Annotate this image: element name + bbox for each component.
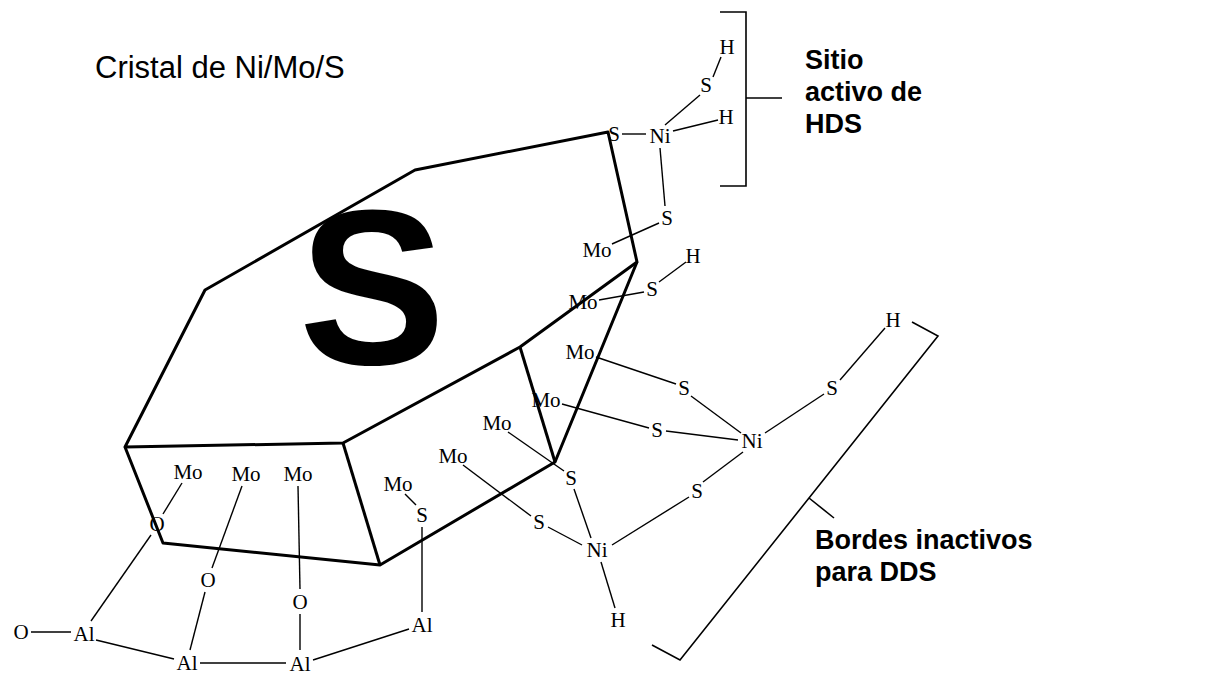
atom-label: Mo — [231, 464, 260, 485]
atom-label: Mo — [383, 474, 412, 495]
atom-label: S — [646, 279, 658, 300]
atom-label: Mo — [438, 446, 467, 467]
atom-label: H — [885, 310, 900, 331]
atom-label: S — [826, 378, 838, 399]
atom-label: Al — [74, 624, 95, 645]
atom-label: H — [719, 37, 734, 58]
atom-label: S — [691, 481, 703, 502]
atom-label: Ni — [650, 126, 671, 147]
atom-label: O — [292, 592, 307, 613]
atom-label: H — [610, 610, 625, 631]
atom-label: O — [13, 622, 28, 643]
crystal-heading: Cristal de Ni/Mo/S — [95, 52, 345, 83]
atom-label: H — [718, 107, 733, 128]
atom-label: Al — [412, 615, 433, 636]
atom-label: S — [651, 420, 663, 441]
atom-label: S — [533, 512, 545, 533]
atom-label: S — [661, 208, 673, 229]
atom-label: Mo — [565, 342, 594, 363]
crystal-outline — [125, 132, 637, 565]
atom-label: H — [685, 246, 700, 267]
atom-label: Mo — [582, 240, 611, 261]
atom-label: S — [700, 75, 712, 96]
atom-label: O — [149, 514, 164, 535]
edges-note: Bordes inactivos para DDS — [815, 525, 1080, 589]
site-note: Sitio activo de HDS — [805, 45, 930, 141]
bond-lines — [31, 57, 885, 663]
atom-label: S — [608, 124, 620, 145]
atom-label: Ni — [587, 540, 608, 561]
atom-label: O — [200, 570, 215, 591]
atom-label: Mo — [482, 413, 511, 434]
atom-label: Al — [177, 653, 198, 674]
atom-label: Mo — [173, 462, 202, 483]
atom-label: Al — [290, 653, 311, 674]
atom-label: Mo — [568, 292, 597, 313]
atom-label: Ni — [742, 431, 763, 452]
atom-label: S — [565, 468, 577, 489]
sulfur-symbol: S — [299, 178, 446, 398]
atom-label: S — [416, 505, 428, 526]
atom-label: Mo — [283, 464, 312, 485]
atom-label: S — [678, 378, 690, 399]
atom-label: Mo — [531, 390, 560, 411]
